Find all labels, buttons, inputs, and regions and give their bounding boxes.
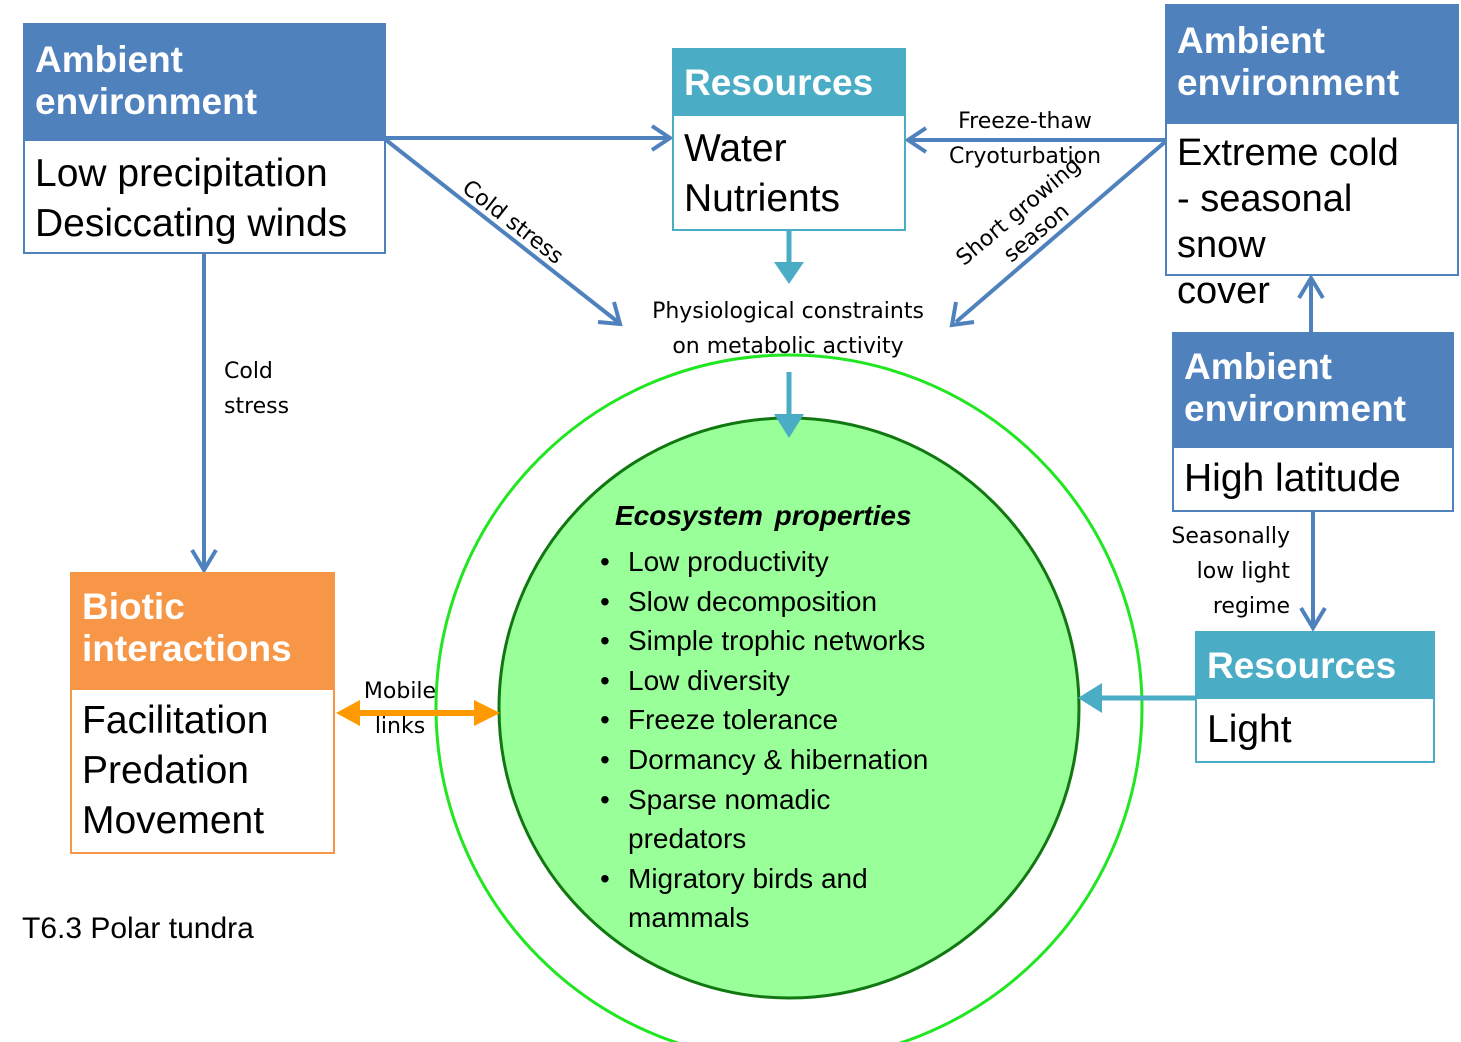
list-item: • Simple trophic networks [600, 621, 1028, 661]
bullet-icon: • [600, 862, 610, 894]
resources-body: Water Nutrients [674, 116, 904, 230]
biotic-header: Biotic interactions [72, 574, 333, 690]
bullet-icon: • [600, 704, 610, 736]
list-item: • Dormancy & hibernation [600, 740, 1028, 780]
resources-line: Water [684, 127, 787, 170]
bullet-icon: • [600, 585, 610, 617]
resources-header: Resources [674, 50, 904, 116]
list-item-text: Freeze tolerance [628, 704, 839, 736]
list-item-text: Sparse nomadic predators [628, 783, 831, 855]
label-freeze-thaw-text: Freeze-thaw [958, 109, 1092, 134]
label-low-light-text: low light [1196, 559, 1290, 584]
label-mobile-links: Mobile links [350, 674, 450, 744]
ambient-header: Ambient environment [1174, 334, 1452, 448]
bullet-icon: • [600, 743, 610, 775]
resources-box-light: Resources Light [1195, 631, 1435, 763]
list-item-text: Slow decomposition [628, 585, 878, 617]
figure-caption: T6.3 Polar tundra [22, 912, 254, 945]
ambient-body: Extreme cold - seasonal snow cover [1167, 124, 1457, 320]
ambient-environment-box-latitude: Ambient environment High latitude [1172, 332, 1454, 512]
resources-body: Light [1197, 699, 1433, 761]
label-cryoturbation-text: Cryoturbation [948, 144, 1102, 169]
resources-line: Light [1207, 708, 1292, 751]
ambient-body: High latitude [1174, 448, 1452, 510]
list-item-text: Migratory birds and mammals [628, 862, 868, 934]
ambient-line: High latitude [1184, 457, 1401, 500]
label-physio-line1: Physiological constraints [652, 299, 924, 324]
label-freeze-thaw: Freeze-thaw Cryoturbation [935, 104, 1115, 174]
list-item: • Freeze tolerance [600, 700, 1028, 740]
ambient-line: Low precipitation [35, 152, 328, 195]
resources-header: Resources [1197, 633, 1433, 699]
label-cold-stress-vertical: Cold stress [224, 354, 289, 424]
arrow-short-growing-season [954, 140, 1167, 324]
resources-box-top: Resources Water Nutrients [672, 48, 906, 231]
resources-line: Nutrients [684, 177, 841, 220]
ambient-body: Low precipitation Desiccating winds [25, 141, 384, 255]
ambient-header: Ambient environment [25, 25, 384, 141]
label-seasonally-low-light: Seasonally low light regime [1150, 519, 1290, 624]
list-item: • Low diversity [600, 661, 1028, 701]
ecosystem-properties-list: • Low productivity • Slow decomposition • S… [600, 542, 1028, 938]
biotic-line: Predation [82, 749, 249, 792]
ambient-line: cover [1177, 270, 1270, 312]
bullet-icon: • [600, 783, 610, 815]
label-links-text: links [374, 714, 426, 739]
label-physiological-constraints: Physiological constraints on metabolic a… [618, 294, 958, 364]
list-item: • Migratory birds and mammals [600, 859, 958, 938]
biotic-line: Movement [82, 799, 265, 842]
ambient-line: Desiccating winds [35, 202, 348, 245]
biotic-interactions-box: Biotic interactions Facilitation Predati… [70, 572, 335, 854]
bullet-icon: • [600, 625, 610, 657]
label-regime-text: regime [1212, 594, 1290, 619]
list-item: • Sparse nomadic predators [600, 780, 878, 859]
outer-ring [434, 353, 1144, 1042]
bullet-icon: • [600, 546, 610, 577]
list-item-text: Dormancy & hibernation [628, 743, 929, 775]
biotic-body: Facilitation Predation Movement [72, 690, 333, 852]
label-mobile-text: Mobile [363, 679, 437, 704]
bullet-icon: • [600, 664, 610, 696]
label-physio-line2: on metabolic activity [672, 334, 904, 359]
arrow-cold-stress-diagonal [384, 138, 620, 324]
ecosystem-properties-title: Ecosystem properties [615, 500, 912, 531]
list-item-text: Low diversity [628, 664, 790, 696]
list-item-text: Low productivity [628, 546, 829, 577]
list-item: • Slow decomposition [600, 582, 1028, 622]
label-seasonally-text: Seasonally [1171, 524, 1290, 549]
label-stress-text: stress [224, 394, 290, 419]
ambient-header: Ambient environment [1167, 6, 1457, 124]
ambient-line: Extreme cold [1177, 132, 1399, 174]
ambient-environment-box-left: Ambient environment Low precipitation De… [23, 23, 386, 254]
label-cold-text: Cold [224, 359, 273, 384]
ambient-environment-box-right: Ambient environment Extreme cold - seaso… [1165, 4, 1459, 312]
list-item: • Low productivity [600, 542, 1028, 582]
ambient-line: - seasonal snow [1177, 178, 1353, 266]
biotic-line: Facilitation [82, 699, 269, 742]
list-item-text: Simple trophic networks [628, 625, 926, 657]
